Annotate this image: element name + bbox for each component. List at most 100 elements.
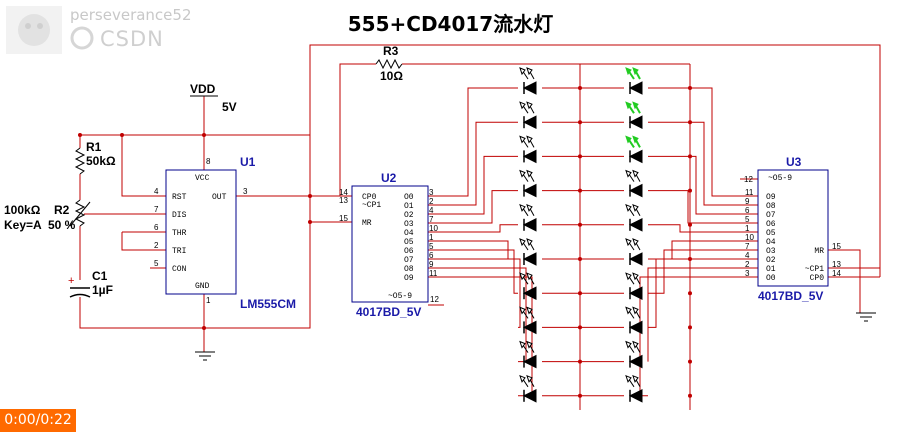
u1-chip bbox=[165, 169, 237, 295]
u1-pin-num: 6 bbox=[154, 223, 159, 232]
r3-value: 10Ω bbox=[380, 69, 403, 83]
diagram-title: 555+CD4017流水灯 bbox=[347, 12, 554, 36]
junction-dot bbox=[688, 291, 692, 296]
u3-pin-o4: O4 bbox=[766, 238, 776, 247]
wire bbox=[80, 134, 166, 197]
u1-part: LM555CM bbox=[240, 297, 296, 311]
led-col1-9 bbox=[519, 374, 537, 403]
led-body bbox=[628, 115, 643, 130]
junction-dot bbox=[688, 325, 692, 330]
led-col1-7 bbox=[519, 306, 537, 335]
junction-dot bbox=[688, 154, 692, 159]
led-body bbox=[628, 354, 643, 369]
led-body bbox=[628, 252, 643, 266]
led-arrow bbox=[519, 67, 526, 76]
led-body bbox=[522, 252, 537, 266]
led-col2-6 bbox=[625, 272, 643, 301]
led-col2-0 bbox=[625, 67, 643, 95]
led-arrow bbox=[632, 135, 639, 144]
junction-dot bbox=[308, 194, 312, 198]
u1-pin-dis: DIS bbox=[172, 211, 187, 220]
u2-pin-o1: O1 bbox=[404, 202, 414, 211]
led-body bbox=[628, 320, 643, 335]
u3-pin-num: 7 bbox=[745, 242, 750, 251]
led-col1-5 bbox=[519, 238, 537, 266]
led-body bbox=[628, 286, 643, 301]
u1-pin-num: 5 bbox=[154, 259, 159, 268]
u2-pin-o5: O5 bbox=[404, 238, 414, 247]
u1-pin-tri: TRI bbox=[172, 247, 186, 256]
u3-pin-o9: O9 bbox=[766, 193, 776, 202]
u2-pin-o9: O9 bbox=[404, 274, 414, 283]
r2-key: Key=A bbox=[4, 218, 42, 232]
u2-pin-o8: O8 bbox=[404, 265, 414, 274]
u3-pin-cp0: CP0 bbox=[810, 274, 825, 283]
led-arrow bbox=[632, 306, 639, 315]
u2-pin-~cp1: ~CP1 bbox=[362, 201, 381, 210]
u1-pin-num: 7 bbox=[154, 205, 159, 214]
video-timer: 0:00/0:22 bbox=[0, 409, 76, 432]
u3-pin-mr: MR bbox=[814, 247, 824, 256]
junction-dot bbox=[688, 188, 692, 193]
u2-pin-num: 1 bbox=[429, 233, 434, 242]
led-body bbox=[522, 320, 537, 335]
watermark-avatar-icon bbox=[6, 6, 62, 54]
wires bbox=[79, 44, 881, 410]
u3-pin-o2: O2 bbox=[766, 256, 776, 265]
wire bbox=[428, 267, 527, 363]
u1-pin-num: 2 bbox=[154, 241, 159, 250]
u2-pin-o2: O2 bbox=[404, 211, 414, 220]
r1-value: 50kΩ bbox=[86, 154, 116, 168]
wire bbox=[428, 190, 518, 224]
vdd-label: VDD bbox=[190, 82, 216, 96]
u1-pin-con: CON bbox=[172, 265, 187, 274]
wire bbox=[428, 155, 518, 215]
led-col1-1 bbox=[519, 101, 537, 130]
u3-pin-num: 9 bbox=[745, 197, 750, 206]
u3-part: 4017BD_5V bbox=[758, 289, 823, 303]
led-arrow bbox=[625, 272, 632, 281]
u1-pin-num: 8 bbox=[206, 157, 211, 166]
junction-dot bbox=[308, 220, 312, 224]
u1-pin-thr: THR bbox=[172, 229, 187, 238]
u3-pin-num: 6 bbox=[745, 206, 750, 215]
u2-pin-mr: MR bbox=[362, 219, 372, 228]
led-arrow bbox=[625, 203, 632, 212]
junction-dot bbox=[578, 188, 582, 193]
u3-pin-~cp1: ~CP1 bbox=[805, 265, 824, 274]
junctions bbox=[78, 86, 692, 398]
led-arrow bbox=[625, 340, 632, 349]
u1-pin-out: OUT bbox=[212, 193, 227, 202]
led-body bbox=[522, 81, 537, 95]
junction-dot bbox=[688, 393, 692, 398]
led-arrow bbox=[526, 374, 533, 383]
led-body bbox=[522, 115, 537, 130]
u2-pin-num: 12 bbox=[430, 295, 439, 304]
junction-dot bbox=[78, 133, 82, 137]
wire bbox=[428, 276, 533, 397]
vdd-value: 5V bbox=[222, 100, 237, 114]
led-arrow bbox=[632, 203, 639, 212]
junction-dot bbox=[202, 133, 206, 137]
ground-symbol-u1 bbox=[195, 351, 215, 361]
led-arrow bbox=[625, 67, 632, 76]
u3-ref: U3 bbox=[786, 155, 802, 169]
u3-pin-num: 5 bbox=[745, 215, 750, 224]
watermark-logo-icon bbox=[70, 26, 94, 50]
led-arrow bbox=[632, 374, 639, 383]
u2-pin-num: 15 bbox=[339, 214, 348, 223]
u2-chip bbox=[351, 185, 429, 303]
led-arrow bbox=[519, 340, 526, 349]
led-body bbox=[628, 183, 643, 198]
junction-dot bbox=[578, 325, 582, 330]
u3-pin-o3: O3 bbox=[766, 247, 776, 256]
u3-pin-o0: O0 bbox=[766, 274, 776, 283]
junction-dot bbox=[578, 120, 582, 125]
led-arrow bbox=[632, 238, 639, 247]
u2-pin-num: 9 bbox=[429, 260, 434, 269]
wire bbox=[639, 276, 758, 397]
led-arrow bbox=[632, 272, 639, 281]
u2-pin-o0: O0 bbox=[404, 193, 414, 202]
led-body bbox=[522, 217, 537, 232]
led-arrow bbox=[519, 374, 526, 383]
